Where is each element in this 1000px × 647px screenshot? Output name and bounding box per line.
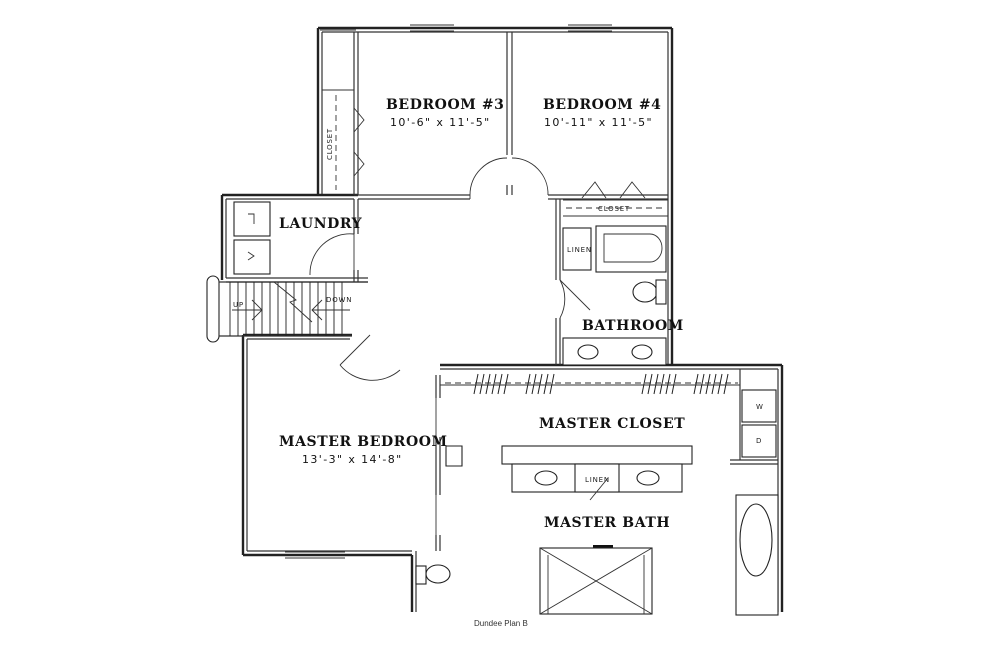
bedroom4-dims: 10'-11" x 11'-5" [544,116,653,129]
stair-up-label: UP [233,301,244,309]
closet-hanger-marks [473,373,729,395]
linen-bath-label: LINEN [567,246,592,254]
master-closet-name: MASTER CLOSET [539,416,685,432]
stair-down-label: DOWN [326,296,352,304]
stairs [206,275,368,343]
plan-caption: Dundee Plan B [474,619,528,628]
bedroom3-name: BEDROOM #3 [386,97,505,113]
linen-master-label: LINEN [585,476,610,484]
bathroom-fixtures [562,225,667,366]
laundry-appliances [233,201,271,275]
exterior-walls [220,26,784,612]
closet-left-label: CLOSET [326,128,334,160]
room-labels: BEDROOM #3 10'-6" x 11'-5" BEDROOM #4 10… [279,97,685,531]
small-labels: CLOSET CLOSET LINEN LINEN UP DOWN W D [233,128,764,484]
bedroom4-name: BEDROOM #4 [543,97,662,113]
bathroom-name: BATHROOM [582,318,684,334]
closet-right-label: CLOSET [598,205,630,213]
laundry-name: LAUNDRY [279,216,363,232]
dryer-label: D [756,437,762,445]
master-bedroom-dims: 13'-3" x 14'-8" [302,453,403,466]
master-bedroom-name: MASTER BEDROOM [279,434,448,450]
doors [309,157,591,535]
master-bath-fixtures [415,389,779,616]
closets [335,95,738,395]
bedroom3-dims: 10'-6" x 11'-5" [390,116,491,129]
washer-label: W [756,403,764,411]
master-bath-name: MASTER BATH [544,515,670,531]
